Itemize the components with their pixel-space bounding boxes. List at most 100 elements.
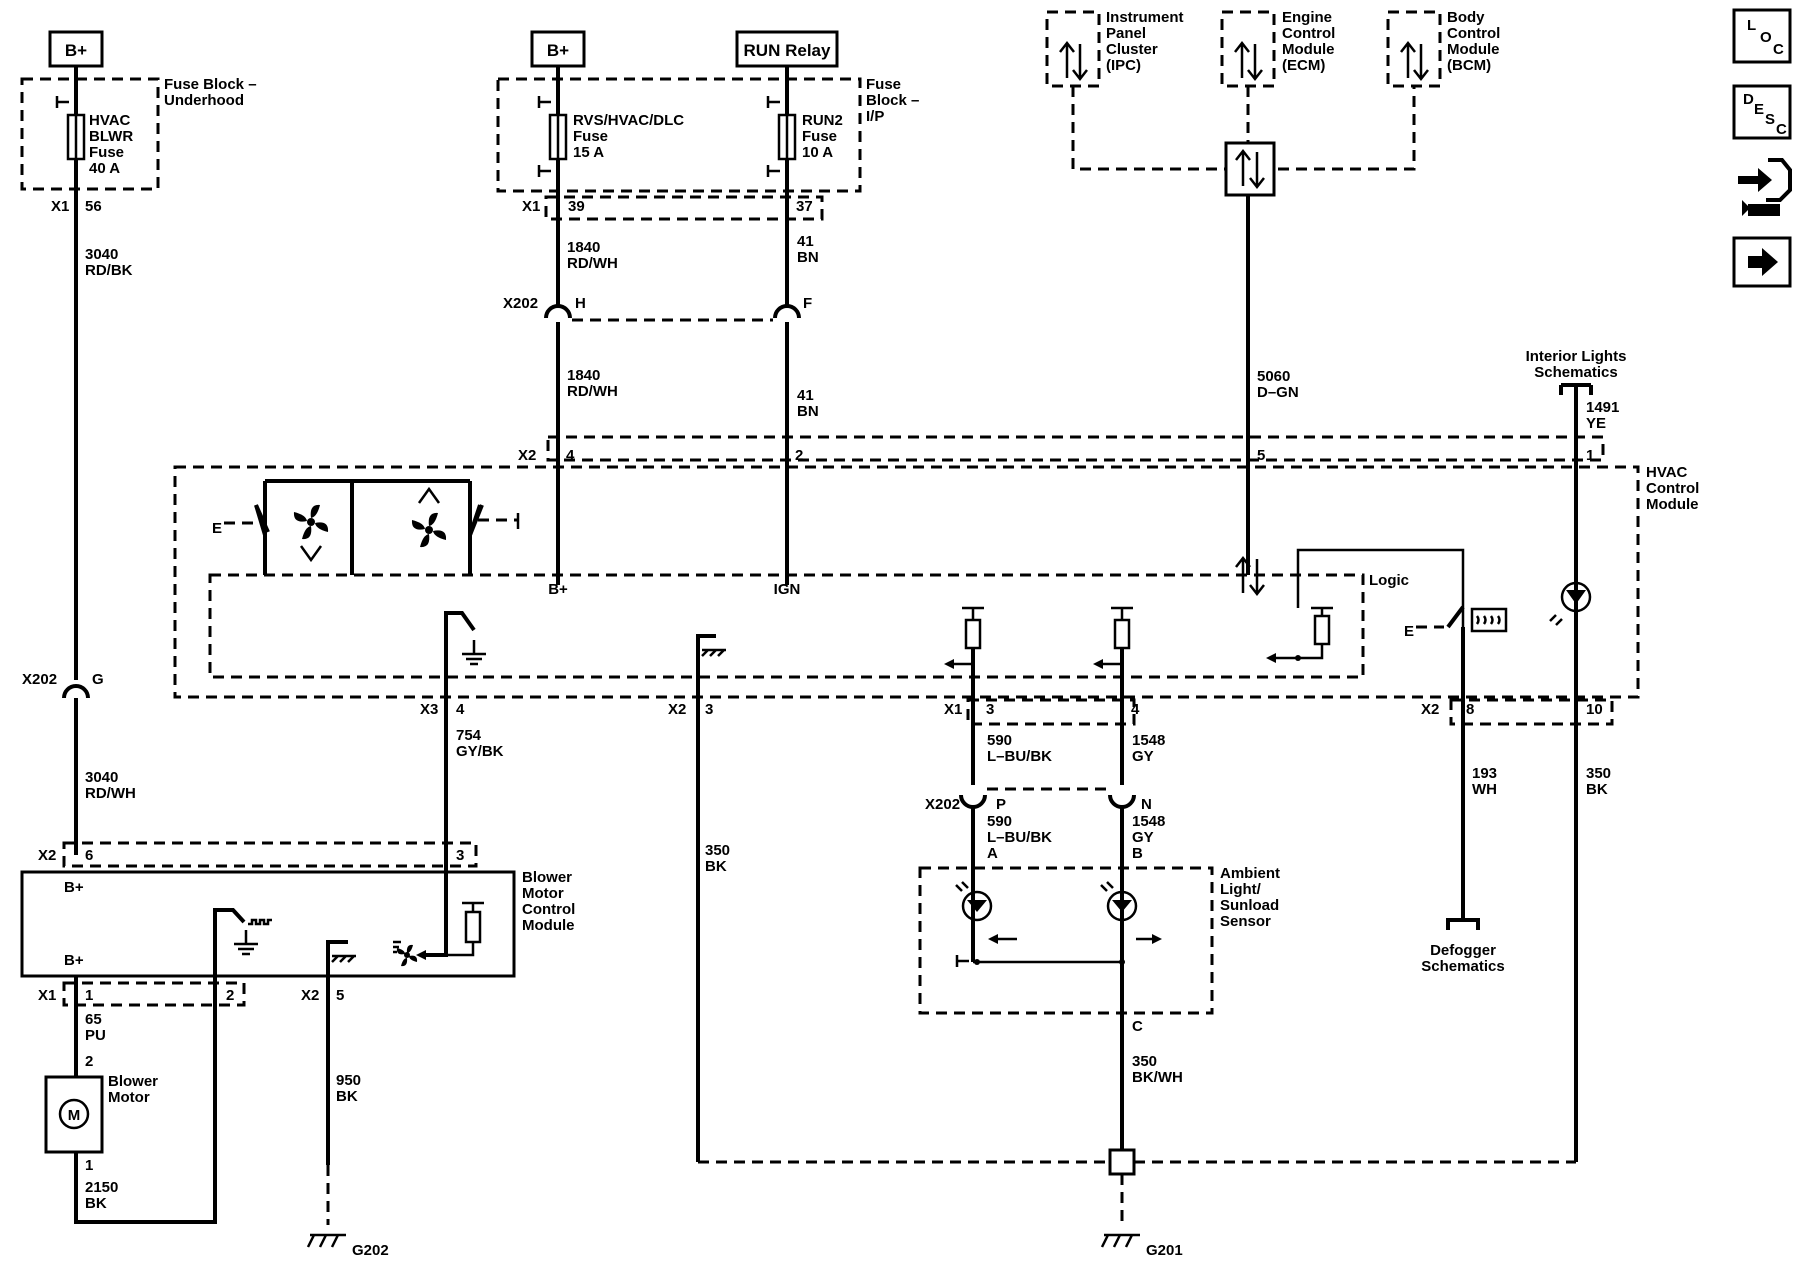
e-label-2: E [1404, 623, 1414, 640]
connector-x1-label-4: X1 [38, 987, 56, 1004]
hvac-control-module-outline [173, 465, 1640, 699]
pin-5-label: 5 [1257, 447, 1265, 464]
hvac-module-label-3: Module [1646, 496, 1699, 513]
wire-1491-label: 1491 [1586, 399, 1619, 416]
ecm-module: Engine Control Module (ECM) [1220, 9, 1335, 88]
photodiode-b-icon [1100, 881, 1138, 922]
data-arrows-icon [1400, 40, 1429, 82]
fuse-block-underhood-label-2: Underhood [164, 92, 244, 109]
pull-up-resistor-590 [944, 606, 984, 742]
pin-1-label: 1 [1586, 447, 1594, 464]
pin-2-label-2: 2 [226, 987, 234, 1004]
wire-rdwh-label-2: RD/WH [567, 255, 618, 272]
ecm-label-4: (ECM) [1282, 57, 1325, 74]
wire-ye-label: YE [1586, 415, 1606, 432]
ambient-sensor-label-4: Sensor [1220, 913, 1271, 930]
logic-label: Logic [1369, 572, 1409, 589]
g202-label: G202 [352, 1242, 389, 1259]
blower-speed-icon [393, 940, 418, 967]
loc-o-glyph: O [1760, 29, 1772, 46]
connector-x2-label-4: X2 [38, 847, 56, 864]
ecm-label-3: Module [1282, 41, 1335, 58]
pin-10-label: 10 [1586, 701, 1603, 718]
pin-f-label: F [803, 295, 812, 312]
bmcm-label-2: Motor [522, 885, 564, 902]
serial-data-splice-icon [1224, 141, 1276, 197]
logic-b-plus-label: B+ [548, 581, 568, 598]
wire-lbubk-label: L–BU/BK [987, 748, 1052, 765]
ign-label: IGN [774, 581, 801, 598]
hvac-module-label-2: Control [1646, 480, 1699, 497]
indicator-lamp-icon [1549, 581, 1592, 626]
pwm-signal-icon [248, 918, 272, 926]
ecm-label: Engine [1282, 9, 1332, 26]
ambient-sensor-label-3: Sunload [1220, 897, 1279, 914]
defogger-label: Defogger [1430, 942, 1496, 959]
fan-speed-up-icon [411, 486, 447, 548]
bcm-module: Body Control Module (BCM) [1386, 9, 1500, 88]
location-button[interactable]: L O C [1732, 8, 1792, 64]
pin-c-label: C [1132, 1018, 1143, 1035]
desc-d-glyph: D [1743, 91, 1754, 108]
wire-2150-bk [74, 976, 217, 1224]
fuse-run2-label: RUN2 [802, 112, 843, 129]
fuse-block-ip-outline [496, 77, 862, 193]
wire-bk-label-3: BK [85, 1195, 107, 1212]
pin-56-label: 56 [85, 198, 102, 215]
pin-4-label-3: 4 [1131, 701, 1140, 718]
fuse-rvs-rating: 15 A [573, 144, 604, 161]
fuse-run2-rating: 10 A [802, 144, 833, 161]
wire-1840-label-2: 1840 [567, 367, 600, 384]
pin-3-label-2: 3 [986, 701, 994, 718]
fuse-hvac-label-3: Fuse [89, 144, 124, 161]
svg-text:B+: B+ [65, 41, 87, 60]
bmcm-label-3: Control [522, 901, 575, 918]
b-plus-source-left: B+ [48, 30, 104, 68]
bmcm-b-plus-label: B+ [64, 879, 84, 896]
pin-b-label: B [1132, 845, 1143, 862]
ipc-label-3: Cluster [1106, 41, 1158, 58]
fuse-run2-label-2: Fuse [802, 128, 837, 145]
interior-lights-label-2: Schematics [1534, 364, 1617, 381]
x202-label-h: X202 [503, 295, 538, 312]
fuse-block-underhood-label: Fuse Block – [164, 76, 257, 93]
connector-x3-label: X3 [420, 701, 438, 718]
wire-1548-label-2: 1548 [1132, 813, 1165, 830]
defogger-ref-icon [1446, 918, 1480, 930]
pin-h-label: H [575, 295, 586, 312]
connector-x2-label-5: X2 [301, 987, 319, 1004]
description-button[interactable]: D E S C [1732, 84, 1792, 140]
connector-end-view-button[interactable] [1738, 158, 1792, 216]
x202-p-connector-icon [959, 794, 987, 809]
pin-3-label: 3 [705, 701, 713, 718]
data-arrows-icon [1234, 40, 1263, 82]
chassis-ground-icon [701, 648, 726, 657]
blower-motor-label-2: Motor [108, 1089, 150, 1106]
ipc-label-2: Panel [1106, 25, 1146, 42]
wire-gybk-label: GY/BK [456, 743, 504, 760]
wire-3040-label: 3040 [85, 246, 118, 263]
fan-speed-down-icon [293, 504, 329, 563]
ecm-label-2: Control [1282, 25, 1335, 42]
loc-l-glyph: L [1747, 17, 1756, 34]
x202-g-connector-icon [62, 684, 90, 699]
motor-pin-1-label: 1 [85, 1157, 93, 1174]
b-plus-source-center: B+ [530, 30, 586, 68]
e-label: E [212, 520, 222, 537]
fuse-block-ip-label-3: I/P [866, 108, 884, 125]
fuse-hvac-label-2: BLWR [89, 128, 133, 145]
ambient-light-sensor-outline [918, 866, 1214, 1015]
wire-lbubk-label-2: L–BU/BK [987, 829, 1052, 846]
wire-1840-label: 1840 [567, 239, 600, 256]
hvac-module-label: HVAC [1646, 464, 1688, 481]
desc-c-glyph: C [1776, 121, 1787, 138]
ground-icon [234, 930, 258, 956]
bmcm-label-4: Module [522, 917, 575, 934]
desc-e-glyph: E [1754, 101, 1764, 118]
bmcm-b-plus-label-2: B+ [64, 952, 84, 969]
next-page-button[interactable] [1732, 236, 1792, 288]
wire-rdwh-label: RD/WH [85, 785, 136, 802]
fuse-block-ip-label-2: Block – [866, 92, 919, 109]
wire-bk-label: BK [705, 858, 727, 875]
